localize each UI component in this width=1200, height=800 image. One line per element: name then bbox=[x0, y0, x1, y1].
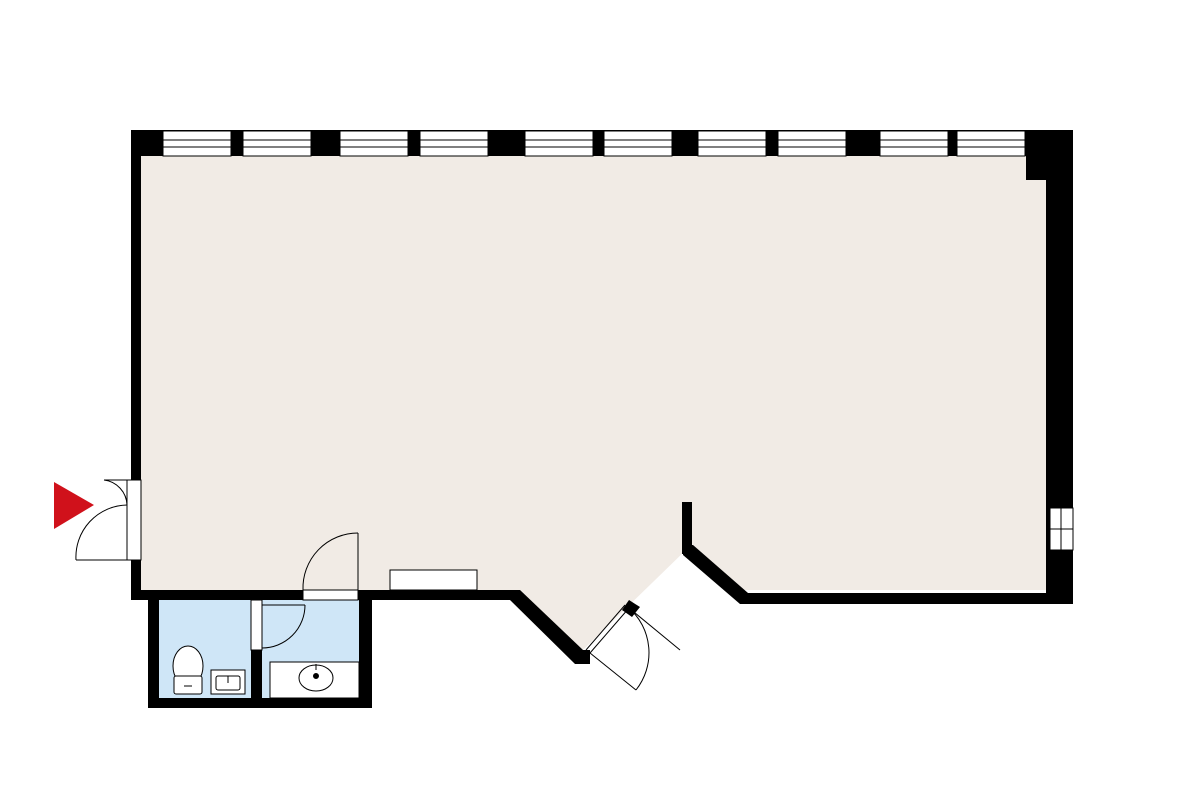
bottom-wall-right bbox=[743, 593, 1073, 604]
toilet-door[interactable] bbox=[250, 599, 306, 651]
top-window bbox=[524, 130, 594, 157]
bottom-wall-left bbox=[131, 590, 303, 600]
wet-bottom-wall bbox=[148, 698, 372, 708]
top-window bbox=[242, 130, 312, 157]
wash-basin bbox=[269, 661, 360, 699]
top-window bbox=[162, 130, 232, 157]
small-sink bbox=[210, 669, 246, 695]
door-jamb-right bbox=[622, 600, 640, 617]
angled-wall-left bbox=[510, 590, 583, 664]
top-window bbox=[879, 130, 949, 157]
main-room-floor bbox=[141, 156, 1046, 650]
stub-wall bbox=[682, 502, 692, 554]
angled-wall-right bbox=[683, 545, 748, 604]
top-window bbox=[339, 130, 409, 157]
top-window bbox=[419, 130, 489, 157]
entrance-double-door[interactable] bbox=[75, 479, 142, 561]
bottom-wall-mid bbox=[358, 590, 516, 600]
top-window bbox=[777, 130, 847, 157]
top-window bbox=[697, 130, 767, 157]
wet-left-wall bbox=[148, 598, 159, 708]
door-jamb-left bbox=[575, 650, 590, 664]
left-wall-lower bbox=[131, 560, 141, 600]
top-windows bbox=[162, 130, 1026, 157]
right-window bbox=[1049, 507, 1074, 551]
top-window bbox=[603, 130, 673, 157]
counter bbox=[389, 569, 478, 591]
entrance-arrow-icon bbox=[54, 482, 94, 529]
left-wall-upper bbox=[131, 130, 141, 480]
angled-exterior-door[interactable] bbox=[585, 604, 681, 691]
wet-right-wall bbox=[359, 590, 372, 708]
washroom-door[interactable] bbox=[302, 532, 359, 601]
top-window bbox=[956, 130, 1026, 157]
toilet-fixture bbox=[172, 645, 204, 695]
